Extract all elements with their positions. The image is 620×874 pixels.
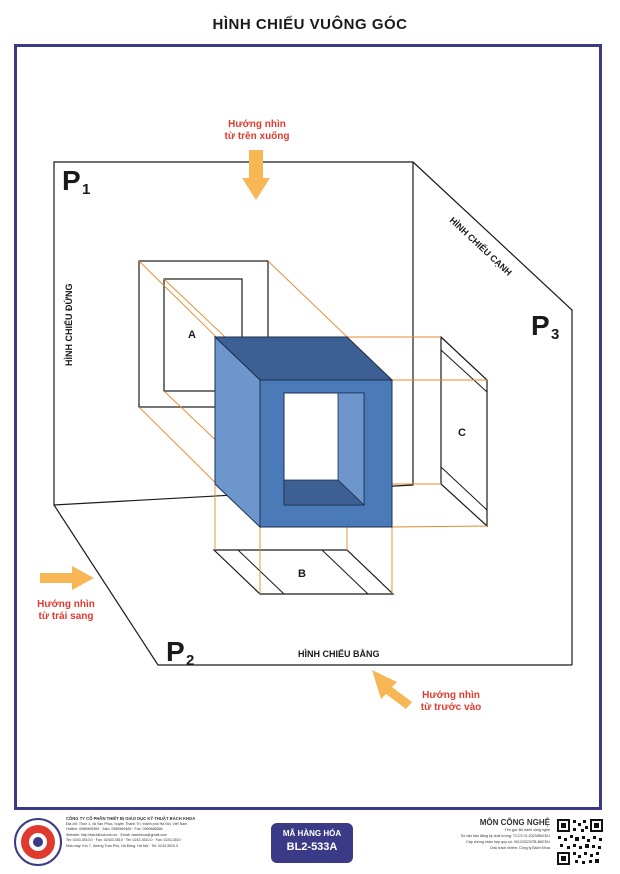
company-line: Nhà máy: Km 7, đường Trần Phú, Hà Đông, … [66, 843, 178, 848]
company-line: Website: http://bachkhoa.edu.vn · Email:… [66, 832, 168, 837]
object-inner-floor [283, 479, 365, 506]
top-projection-inner-right [321, 549, 369, 595]
subject-line: Số văn bản đăng ký chất lượng: TCCS 01:2… [460, 834, 550, 838]
company-line: Tel: 0243.3510.0 · Fax: 02433.3510 · Tel… [66, 838, 181, 843]
subject-line: Tên gọi: Bộ tranh công nghệ [504, 828, 550, 832]
svg-text:1: 1 [82, 181, 90, 198]
company-logo [14, 818, 62, 866]
top-projection-inner-left [237, 549, 285, 595]
company-line: Hotline: 0985969469 · Zalo: 0985969469 ·… [66, 827, 163, 832]
top-view-caption: HÌNH CHIẾU BẰNG [298, 649, 380, 659]
subject-line: Chịu trách nhiệm: Công ty Bách Khoa [489, 846, 550, 850]
svg-text:từ trên xuống: từ trên xuống [224, 130, 289, 142]
top-projection-outer [212, 549, 395, 595]
plane-p1-label: P 1 [62, 165, 90, 198]
subject-info: MÔN CÔNG NGHỆ Tên gọi: Bộ tranh công ngh… [386, 818, 550, 851]
plane-p3-label: P 3 [531, 310, 559, 343]
projection-label-b: B [298, 568, 306, 580]
svg-text:2: 2 [186, 652, 194, 669]
arrow-top-down-icon [242, 150, 270, 200]
poster-frame [14, 44, 602, 810]
svg-text:từ trái sang: từ trái sang [38, 611, 93, 622]
arrow-front-in-icon [372, 670, 412, 709]
sku-badge: MÃ HÀNG HÓA BL2-533A [271, 823, 353, 863]
front-projection-outer [138, 260, 269, 408]
company-info: CÔNG TY CỔ PHẦN THIẾT BỊ GIÁO DỤC KỸ THU… [66, 816, 258, 850]
svg-text:P: P [62, 165, 81, 196]
direction-left-text: Hướng nhìn từ trái sang [37, 599, 95, 622]
projection-label-c: C [458, 427, 466, 439]
svg-text:Hướng nhìn: Hướng nhìn [228, 119, 286, 130]
subject-line: Cấp chứng nhận hợp quy số: 0012/2023/TB-… [466, 840, 550, 844]
plane-p2-outline [53, 504, 572, 666]
front-projection-inner [163, 278, 243, 392]
subject-title: MÔN CÔNG NGHỆ [479, 818, 550, 827]
svg-text:Hướng nhìn: Hướng nhìn [37, 599, 95, 610]
company-name: CÔNG TY CỔ PHẦN THIẾT BỊ GIÁO DỤC KỸ THU… [66, 816, 196, 821]
side-projection-inner [440, 349, 488, 393]
sku-label: MÃ HÀNG HÓA [282, 829, 342, 838]
plane-p1-outline [53, 161, 414, 506]
svg-text:P: P [531, 310, 550, 341]
svg-text:P: P [166, 636, 185, 667]
front-view-caption: HÌNH CHIẾU ĐỨNG [63, 284, 74, 366]
side-projection-inner-bottom [440, 466, 488, 511]
arrow-left-right-icon [40, 566, 94, 590]
direction-front-text: Hướng nhìn từ trước vào [421, 690, 482, 713]
projection-label-a: A [188, 329, 196, 341]
sku-code: BL2-533A [286, 841, 338, 853]
company-line: Địa chỉ: Thôn 1, xã Vạn Phúc, huyện Than… [66, 821, 188, 826]
svg-text:từ trước vào: từ trước vào [421, 702, 482, 713]
direction-top-text: Hướng nhìn từ trên xuống [224, 119, 289, 142]
plane-p3-outline [412, 161, 573, 665]
qr-code-icon [556, 818, 604, 866]
plane-p2-label: P 2 [166, 636, 194, 669]
svg-text:Hướng nhìn: Hướng nhìn [422, 690, 480, 701]
page-title: HÌNH CHIẾU VUÔNG GÓC [212, 16, 408, 33]
svg-text:3: 3 [551, 326, 559, 343]
